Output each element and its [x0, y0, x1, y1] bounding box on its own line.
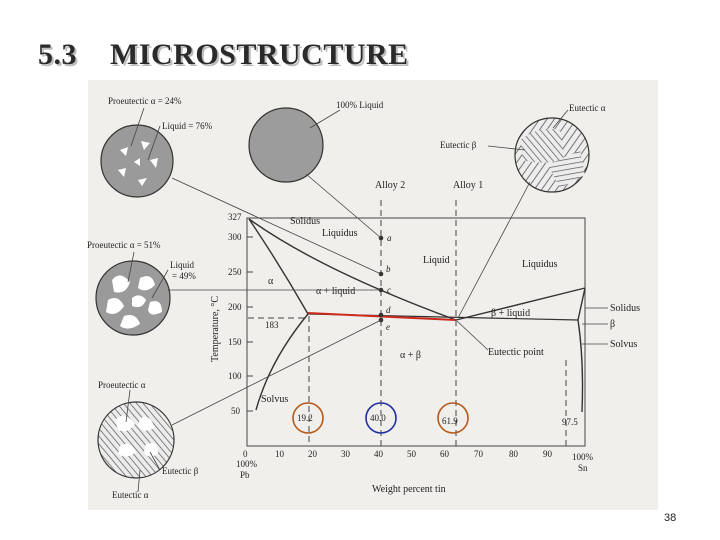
page-number: 38: [664, 512, 677, 524]
x-tick-40: 40: [374, 449, 384, 459]
y-tick-100: 100: [228, 371, 242, 381]
microstructure-liquid-100: [248, 107, 324, 183]
eutectic-alpha-label: Eutectic α: [569, 103, 606, 113]
x-left-line2: Pb: [240, 470, 250, 480]
x-tick-60: 60: [440, 449, 450, 459]
beta-liquid-label: β + liquid: [491, 308, 530, 319]
eutectic-alpha-bottom-label: Eutectic α: [112, 490, 149, 500]
plot-frame: [246, 217, 586, 447]
marker-61-9: [437, 402, 469, 434]
slide-title: 5.3 MICROSTRUCTURE: [38, 38, 409, 72]
eutectic-point-label: Eutectic point: [488, 347, 544, 358]
eutectic-beta-bottom-label: Eutectic β: [162, 466, 199, 476]
alloy2-label: Alloy 2: [375, 180, 405, 191]
solidus-left-label: Solidus: [290, 216, 320, 227]
microstructure-proeutectic-24: [100, 124, 174, 198]
comp-19-2: 19.2: [297, 413, 313, 423]
x-right-line1: 100%: [572, 452, 594, 462]
phase-boundaries: [248, 218, 586, 413]
x-tick-30: 30: [341, 449, 351, 459]
composition-markers: 19.2 40.0 61.9 97.5: [292, 402, 578, 434]
solidus-right-curve: [577, 287, 586, 321]
alloy2-points: [378, 235, 384, 323]
solvus-right-curve: [577, 319, 584, 413]
point-c-label: c: [387, 285, 391, 295]
x-tick-20: 20: [308, 449, 318, 459]
x-tick-10: 10: [275, 449, 285, 459]
point-b-label: b: [386, 264, 391, 274]
x-tick-70: 70: [474, 449, 484, 459]
solvus-left-label: Solvus: [261, 394, 288, 405]
marker-40-0: [365, 402, 397, 434]
point-d-label: d: [386, 305, 391, 315]
solvus-right-label: Solvus: [610, 339, 637, 350]
microstructure-eutectic: [514, 117, 590, 193]
proeutectic-51-label: Proeutectic α = 51%: [87, 240, 161, 250]
eutectic-beta-top-label: Eutectic β: [440, 140, 477, 150]
alpha-beta-label: α + β: [400, 350, 421, 361]
liquid-51-label: Liquid: [170, 260, 194, 270]
section-number: 5.3: [38, 38, 77, 71]
y-tick-50: 50: [231, 406, 241, 416]
liquidus-left-curve: [248, 218, 457, 321]
liquid-100-label: 100% Liquid: [336, 100, 384, 110]
proeutectic-alpha-label: Proeutectic α: [98, 380, 146, 390]
liquid-76-label: Liquid = 76%: [162, 121, 213, 131]
microstructure-proeutectic-51: [95, 260, 171, 336]
y-tick-200: 200: [228, 302, 242, 312]
y-axis-label: Temperature, °C: [210, 296, 221, 362]
liquidus-right-label: Liquidus: [522, 259, 558, 270]
x-tick-90: 90: [543, 449, 553, 459]
solidus-right-label: Solidus: [610, 303, 640, 314]
x-tick-50: 50: [407, 449, 417, 459]
point-e-label: e: [386, 322, 390, 332]
x-tick-0: 0: [243, 449, 248, 459]
x-tick-80: 80: [509, 449, 519, 459]
marker-19-2: [292, 402, 324, 434]
comp-61-9: 61.9: [442, 416, 458, 426]
microstructure-alpha-eutectic: [97, 401, 175, 479]
solvus-left-curve: [255, 313, 309, 411]
comp-40-0: 40.0: [370, 413, 386, 423]
y-tick-150: 150: [228, 337, 242, 347]
point-a-label: a: [387, 233, 392, 243]
liquid-49-label: = 49%: [172, 271, 196, 281]
liquid-center-label: Liquid: [423, 255, 450, 266]
liquidus-left-label: Liquidus: [322, 228, 358, 239]
alpha-liquid-label: α + liquid: [316, 286, 355, 297]
y-tick-327: 327: [228, 212, 242, 222]
solidus-left-curve: [248, 218, 309, 315]
y-tick-183: 183: [265, 320, 279, 330]
x-right-line2: Sn: [578, 463, 588, 473]
proeutectic-24-label: Proeutectic α = 24%: [108, 96, 182, 106]
x-axis-label: Weight percent tin: [372, 484, 446, 495]
y-tick-300: 300: [228, 232, 242, 242]
x-left-line1: 100%: [236, 459, 258, 469]
liquidus-right-curve: [455, 287, 586, 321]
alloy1-label: Alloy 1: [453, 180, 483, 191]
y-axis: 327 300 250 200 183 150 100 50 Temperatu…: [210, 212, 279, 416]
section-title: MICROSTRUCTURE: [110, 38, 409, 71]
comp-97-5: 97.5: [562, 417, 578, 427]
y-tick-250: 250: [228, 267, 242, 277]
alpha-region-label: α: [268, 276, 274, 287]
composition-lines: [248, 200, 567, 446]
beta-right-label: β: [610, 319, 615, 330]
x-axis: 0 10 20 30 40 50 60 70 80 90 100% Pb 100…: [236, 449, 594, 495]
